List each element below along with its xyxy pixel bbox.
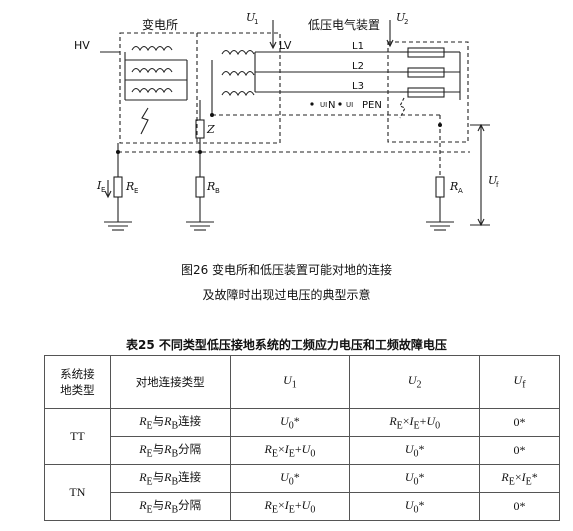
lv-label: LV bbox=[279, 39, 292, 52]
ra-label: R bbox=[449, 180, 458, 193]
uf-sub: f bbox=[496, 181, 499, 189]
u2-label: U bbox=[396, 11, 406, 24]
header-uf: Uf bbox=[479, 355, 560, 409]
u2-sub: 2 bbox=[404, 18, 408, 26]
ie-label: I bbox=[96, 179, 102, 192]
header-u2: U2 bbox=[349, 355, 481, 409]
cell-conn-separate: RE与RB分隔 bbox=[109, 436, 231, 465]
rb-resistor bbox=[195, 176, 205, 198]
lv-install-label: 低压电气装置 bbox=[308, 17, 380, 32]
cell-conn-separate: RE与RB分隔 bbox=[109, 492, 231, 521]
cell-uf: 0* bbox=[479, 408, 560, 437]
n-label: N bbox=[328, 100, 335, 111]
re-label: R bbox=[125, 180, 134, 193]
re-resistor bbox=[113, 176, 123, 198]
l1-label: L1 bbox=[352, 41, 364, 52]
header-system-type: 系统接地类型 bbox=[44, 355, 111, 409]
table-header-row: 系统接地类型 对地连接类型 U1 U2 Uf bbox=[44, 355, 560, 409]
cell-u1: RE×IE+U0 bbox=[229, 436, 351, 465]
cell-conn-joined: RE与RB连接 bbox=[109, 408, 231, 437]
cell-u1: U0* bbox=[229, 408, 351, 437]
figure-caption-line2: 及故障时出现过电压的典型示意 bbox=[202, 288, 371, 302]
ra-sub: A bbox=[458, 187, 463, 195]
table-title: 表25 不同类型低压接地系统的工频应力电压和工频故障电压 bbox=[126, 338, 447, 352]
cell-u2: U0* bbox=[349, 436, 481, 465]
rb-sub: B bbox=[215, 187, 220, 195]
cell-u2: U0* bbox=[349, 464, 481, 493]
uf-label: U bbox=[488, 174, 498, 187]
pen-label: PEN bbox=[362, 100, 382, 111]
cell-u2: RE×IE+U0 bbox=[349, 408, 481, 437]
cell-uf: RE×IE* bbox=[479, 464, 560, 493]
table-row: RE与RB分隔 RE×IE+U0 U0* 0* bbox=[45, 492, 560, 521]
cell-conn-joined: RE与RB连接 bbox=[109, 464, 231, 493]
ra-resistor bbox=[435, 176, 445, 198]
header-u1: U1 bbox=[229, 355, 351, 409]
ie-sub: E bbox=[101, 186, 105, 194]
cell-uf: 0* bbox=[479, 436, 560, 465]
cell-u1: RE×IE+U0 bbox=[229, 492, 351, 521]
substation-label: 变电所 bbox=[142, 17, 178, 32]
cell-tt: TT bbox=[44, 408, 111, 465]
table-row: TN RE与RB连接 U0* U0* RE×IE* bbox=[44, 464, 560, 521]
cell-u2: U0* bbox=[349, 492, 481, 521]
cell-tn: TN bbox=[44, 464, 111, 521]
ui-label-1: UI bbox=[320, 101, 327, 109]
rb-label: R bbox=[206, 180, 215, 193]
u1-sub: 1 bbox=[254, 18, 258, 26]
l2-label: L2 bbox=[352, 61, 364, 72]
l3-label: L3 bbox=[352, 81, 364, 92]
re-sub: E bbox=[134, 187, 138, 195]
stress-voltage-table: 系统接地类型 对地连接类型 U1 U2 Uf TT RE与RB连接 U0* RE… bbox=[44, 355, 560, 521]
z-impedance bbox=[195, 119, 205, 139]
cell-uf: 0* bbox=[479, 492, 560, 521]
z-label: Z bbox=[206, 123, 215, 136]
cell-u1: U0* bbox=[229, 464, 351, 493]
table-row: TT RE与RB连接 U0* RE×IE+U0 0* bbox=[44, 408, 560, 465]
circuit-diagram: 变电所 低压电气装置 HV LV U 1 U 2 L1 L2 L3 UI N U… bbox=[0, 0, 573, 255]
table-row: RE与RB分隔 RE×IE+U0 U0* 0* bbox=[45, 436, 560, 465]
ui-label-2: UI bbox=[346, 101, 353, 109]
u1-label: U bbox=[246, 11, 256, 24]
figure-caption-line1: 图26 变电所和低压装置可能对地的连接 bbox=[180, 263, 393, 277]
header-connection-type: 对地连接类型 bbox=[109, 355, 231, 409]
hv-label: HV bbox=[74, 39, 90, 52]
